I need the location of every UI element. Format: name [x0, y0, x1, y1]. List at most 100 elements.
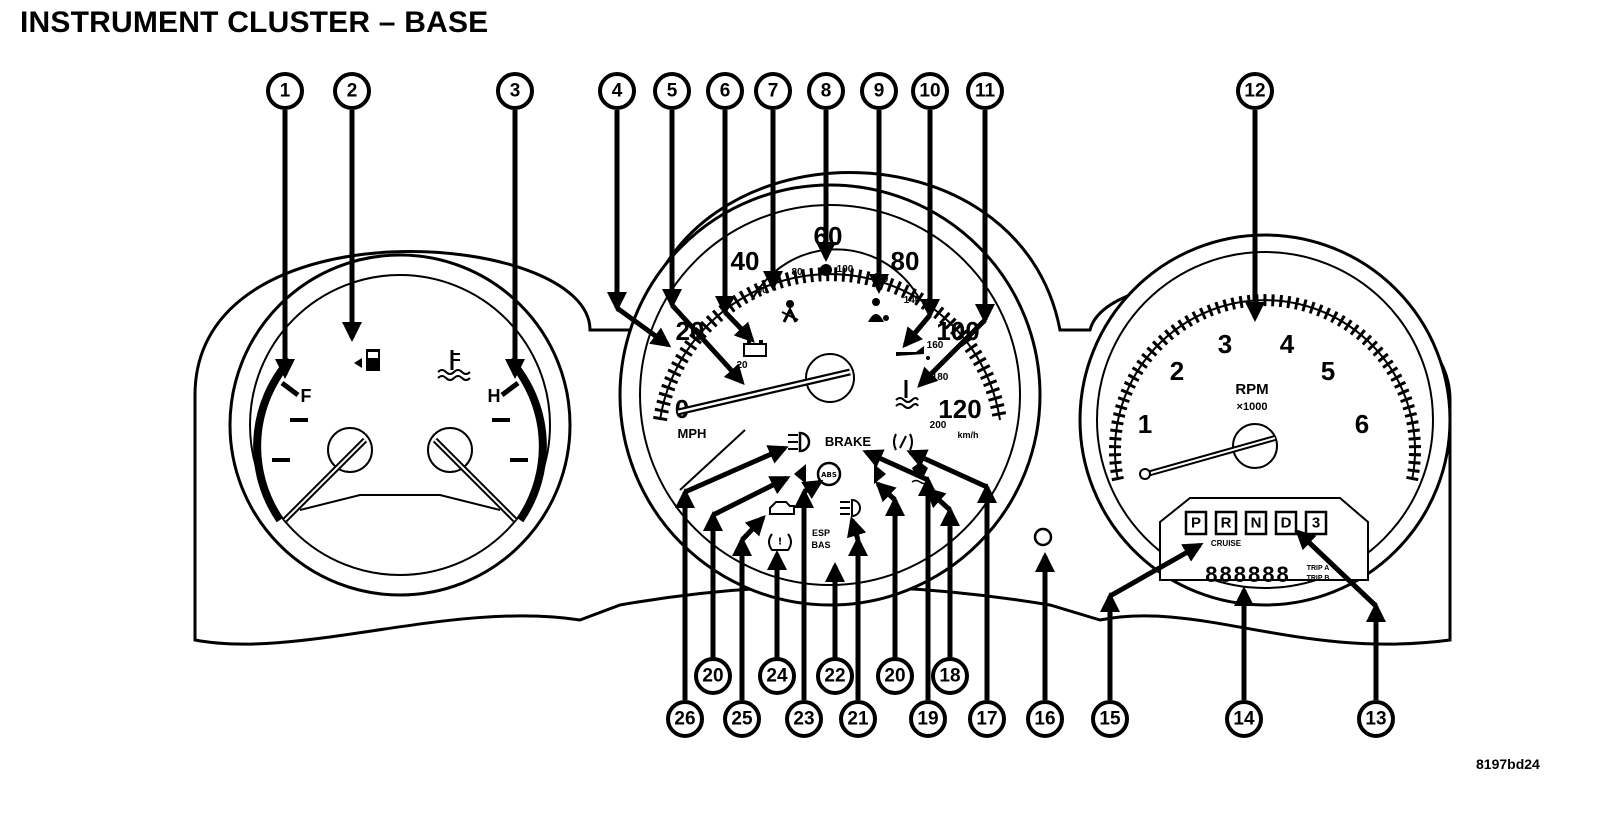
- callout-17-text: 17: [976, 709, 997, 730]
- fuel-pump-icon: [354, 349, 380, 371]
- mph-units-label: MPH: [678, 426, 707, 441]
- callout-22: 22: [816, 657, 854, 695]
- callout-9-text: 9: [874, 81, 885, 102]
- callout-25-text: 25: [731, 709, 753, 730]
- cruise-indicator-label: CRUISE: [1211, 539, 1242, 548]
- fog-lamp-icon: [840, 498, 861, 518]
- callout-6-text: 6: [720, 81, 731, 102]
- callout-24: 24: [758, 657, 796, 695]
- tach-label-2: 2: [1170, 356, 1184, 386]
- kmh-label-20: 20: [736, 360, 748, 371]
- mph-label-20: 20: [676, 316, 705, 346]
- callout-17: 17: [968, 700, 1006, 738]
- tach-label-4: 4: [1280, 329, 1295, 359]
- fuel-full-label: F: [301, 386, 312, 406]
- trip-a-label: TRIP A: [1307, 565, 1330, 572]
- callout-15-text: 15: [1099, 709, 1121, 730]
- esp-label: ESP: [812, 528, 830, 538]
- kmh-label-200: 200: [930, 420, 947, 431]
- high-beam-icon: [788, 431, 811, 453]
- trip-reset-button: [1033, 527, 1053, 547]
- callout-15: 15: [1091, 700, 1129, 738]
- callout-23-text: 23: [793, 709, 814, 730]
- callout-16-text: 16: [1034, 709, 1055, 730]
- temp-hot-label: H: [488, 386, 501, 406]
- callout-11: 11: [966, 72, 1004, 110]
- callout-8-text: 8: [821, 81, 832, 102]
- odometer-display: 888888: [1205, 562, 1290, 587]
- callout-26: 26: [666, 700, 704, 738]
- kmh-units-label: km/h: [957, 430, 978, 440]
- trip-b-label: TRIP B: [1307, 575, 1330, 582]
- tach-label-1: 1: [1138, 409, 1152, 439]
- check-engine-icon: [769, 501, 795, 515]
- gear-p: P: [1191, 515, 1201, 532]
- tire-pressure-icon: [893, 433, 913, 451]
- callout-21-text: 21: [847, 709, 869, 730]
- page-title: INSTRUMENT CLUSTER – BASE: [20, 6, 489, 39]
- callout-22-text: 22: [824, 666, 845, 687]
- left-turn-signal-icon: [794, 464, 806, 484]
- callout-12-text: 12: [1244, 81, 1265, 102]
- callout-9: 9: [860, 72, 898, 110]
- callout-25: 25: [723, 700, 761, 738]
- callout-2-text: 2: [347, 81, 358, 102]
- callout-4-text: 4: [612, 81, 623, 102]
- leader-lines: [275, 110, 1386, 700]
- callout-20-right-text: 20: [884, 666, 905, 687]
- callout-19-text: 19: [917, 709, 938, 730]
- callout-1: 1: [266, 72, 304, 110]
- callout-5: 5: [653, 72, 691, 110]
- coolant-temp-icon: [437, 350, 471, 381]
- oil-pressure-icon: [896, 346, 930, 360]
- callout-11-text: 11: [975, 81, 996, 102]
- mph-label-80: 80: [891, 246, 920, 276]
- mph-label-120: 120: [938, 394, 981, 424]
- callout-10-text: 10: [919, 81, 940, 102]
- callout-23: 23: [785, 700, 823, 738]
- gear-3: 3: [1312, 515, 1320, 532]
- bas-label: BAS: [811, 540, 830, 550]
- gear-r: R: [1221, 515, 1232, 532]
- coolant-temp-speedo-icon: [895, 380, 919, 409]
- callout-13: 13: [1357, 700, 1395, 738]
- seatbelt-icon: [781, 300, 799, 323]
- callout-13-text: 13: [1365, 709, 1386, 730]
- tpms-mark: !: [778, 537, 783, 548]
- prndl-indicator: P R N D 3: [1184, 510, 1328, 536]
- callout-3: 3: [496, 72, 534, 110]
- callout-8: 8: [807, 72, 845, 110]
- callout-5-text: 5: [667, 81, 678, 102]
- callout-20-left-text: 20: [702, 666, 723, 687]
- callout-20-right: 20: [876, 657, 914, 695]
- warning-lamp-icon: [820, 264, 832, 276]
- callout-20-left: 20: [694, 657, 732, 695]
- tachometer: 1 2 3 4 5 6 RPM ×1000: [1078, 233, 1452, 607]
- callout-26-text: 26: [674, 709, 695, 730]
- callout-7-text: 7: [768, 81, 779, 102]
- callout-1-text: 1: [280, 81, 291, 102]
- airbag-icon: [868, 298, 889, 322]
- callout-14-text: 14: [1233, 709, 1255, 730]
- figure-id: 8197bd24: [1476, 756, 1540, 772]
- callout-6: 6: [706, 72, 744, 110]
- callout-14: 14: [1225, 700, 1263, 738]
- kmh-label-140: 140: [904, 295, 921, 306]
- right-turn-signal-icon: [874, 464, 886, 484]
- abs-icon: ABS: [816, 461, 842, 487]
- callout-10: 10: [911, 72, 949, 110]
- kmh-label-60: 60: [756, 285, 768, 296]
- rpm-label: RPM: [1235, 381, 1268, 398]
- callout-3-text: 3: [510, 81, 521, 102]
- abs-icon-text: ABS: [821, 471, 837, 479]
- callout-19: 19: [909, 700, 947, 738]
- callout-18: 18: [931, 657, 969, 695]
- kmh-label-180: 180: [932, 372, 949, 383]
- gear-n: N: [1251, 515, 1262, 532]
- gear-d: D: [1281, 515, 1292, 532]
- mph-label-40: 40: [731, 246, 760, 276]
- callout-24-text: 24: [766, 666, 788, 687]
- callout-18-text: 18: [939, 666, 960, 687]
- callout-12: 12: [1236, 72, 1274, 110]
